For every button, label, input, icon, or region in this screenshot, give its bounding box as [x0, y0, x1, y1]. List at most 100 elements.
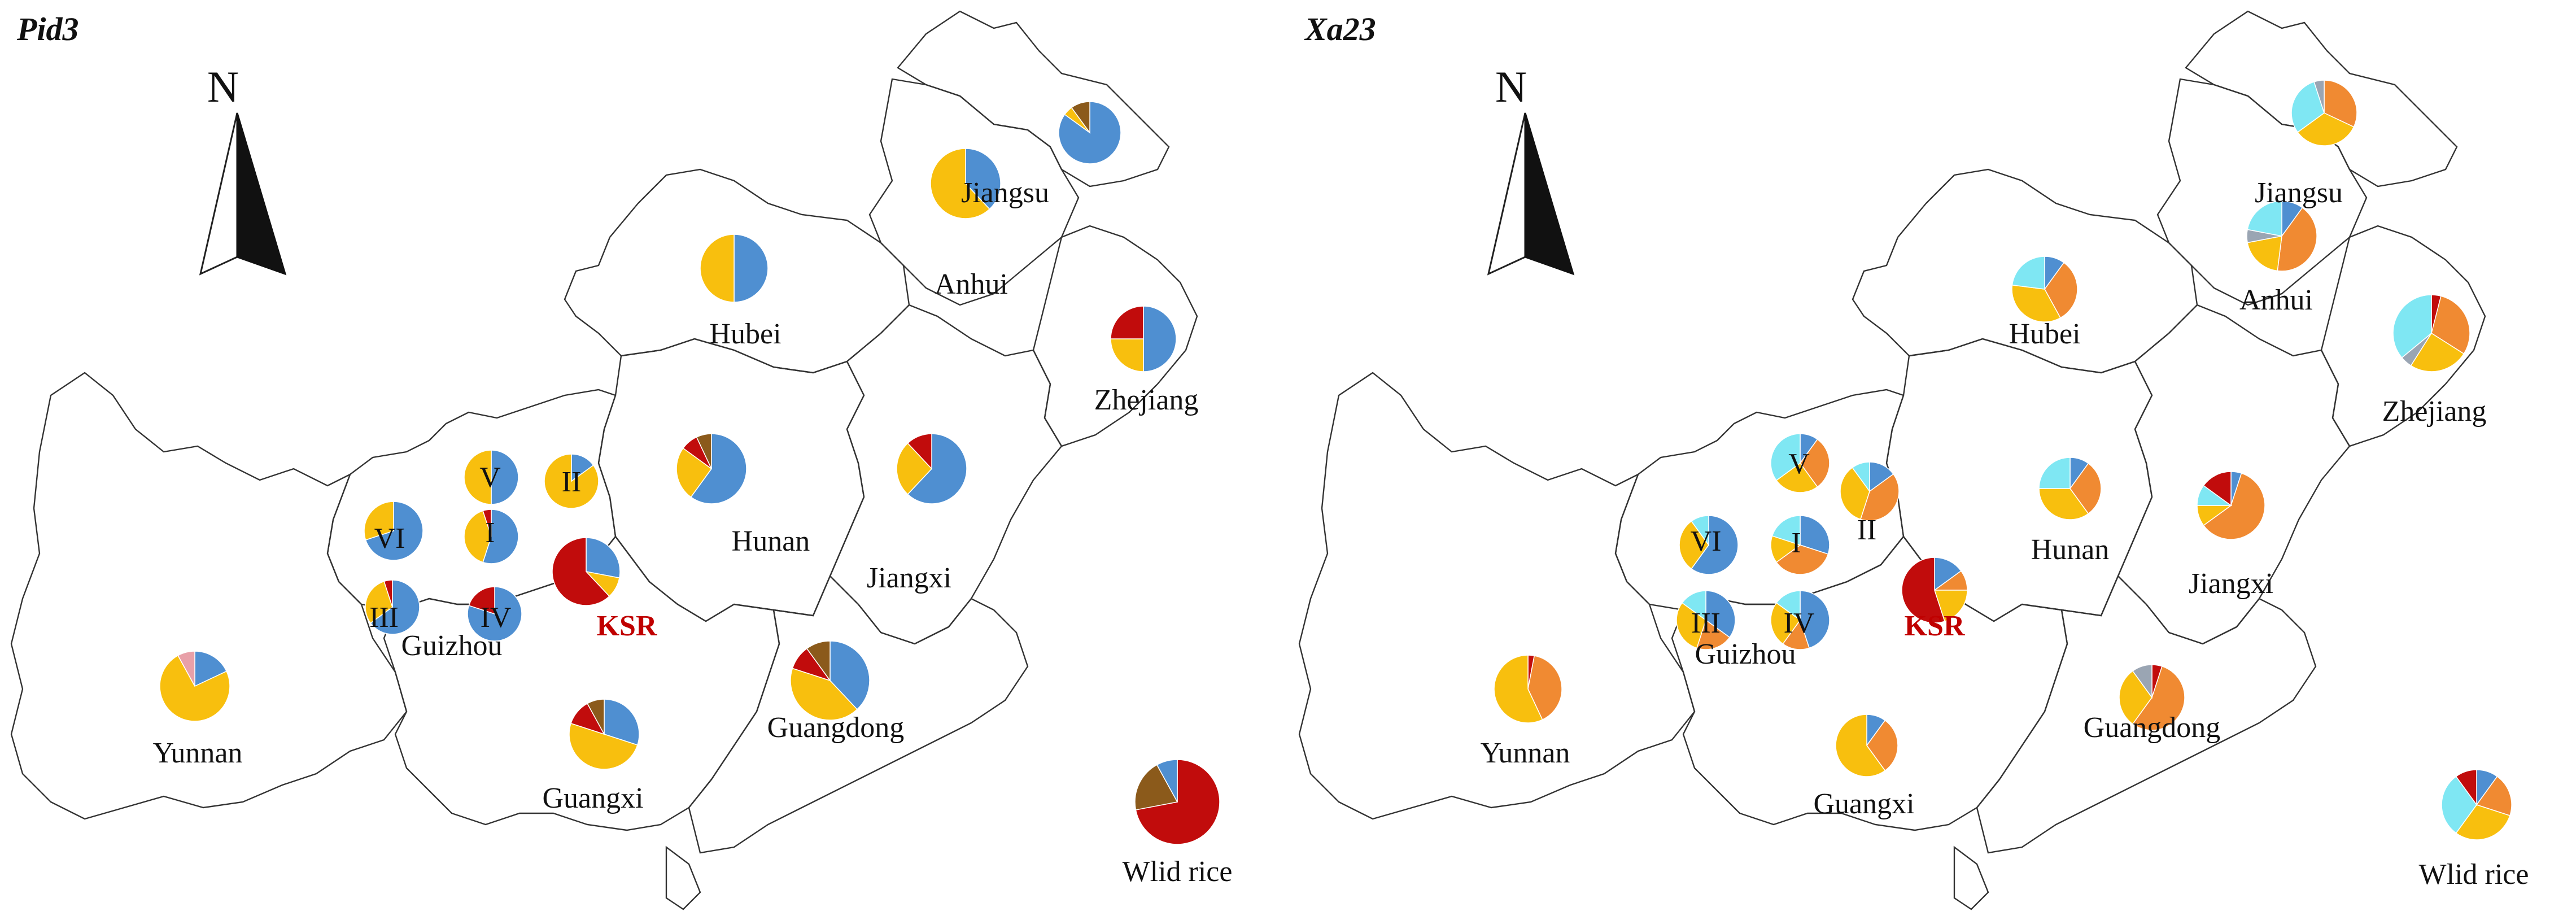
pie-xa23-region-v [1770, 433, 1830, 493]
pie-slice-xa23-jiangsu-gray [2313, 80, 2325, 114]
label-jiangxi: Jiangxi [2189, 568, 2273, 600]
map-svg-pid3: N Jiangsu Anhui Hubei Zhejiang Hunan Jia… [10, 10, 1233, 910]
pie-slice-pid3-guangdong-blue [829, 640, 870, 710]
pie-slice-xa23-jiangsu-cyan [2291, 81, 2325, 133]
pie-pid3-region-iii [365, 579, 420, 635]
pie-slice-xa23-zhejiang-yellow [2410, 332, 2465, 372]
pie-xa23-region-ii [1840, 461, 1900, 521]
map-outlines [1298, 10, 2486, 910]
pie-layer-xa23 [1494, 80, 2512, 840]
pie-layer-pid3 [159, 101, 1220, 845]
label-guizhou: Guizhou [401, 630, 502, 662]
label-region-i: I [1791, 527, 1801, 559]
region-outline-yunnan [1298, 372, 1696, 820]
pie-slice-xa23-anhui-yellow [2247, 236, 2282, 272]
pie-slice-pid3-wild-blue [1156, 759, 1178, 803]
pie-slice-pid3-guangxi-brown [587, 699, 605, 735]
pie-xa23-guangxi [1835, 714, 1898, 777]
pie-slice-xa23-region-ii-blue [1869, 461, 1894, 492]
pie-slice-pid3-yunnan-yellow [159, 655, 230, 722]
pie-slice-xa23-guangxi-orange [1866, 720, 1898, 771]
pie-xa23-region-ksr [1901, 557, 1968, 623]
pie-pid3-region-ksr [552, 537, 621, 606]
region-outline-guangxi [1671, 535, 2068, 831]
pie-pid3-zhejiang [1110, 306, 1177, 372]
pie-slice-xa23-region-iv-blue [1800, 590, 1830, 649]
pie-slice-pid3-hunan-blue [690, 433, 747, 504]
north-arrow-right [1524, 112, 1575, 276]
pie-slice-xa23-guangdong-orange [2132, 665, 2185, 731]
pie-slice-pid3-region-i-red [482, 509, 492, 537]
pie-pid3-guangxi [569, 699, 640, 770]
label-anhui: Anhui [935, 268, 1008, 300]
pie-slice-xa23-wild-yellow [2455, 804, 2510, 840]
pie-slice-pid3-wild-brown [1134, 764, 1178, 810]
pie-slice-xa23-guangdong-gray [2132, 664, 2153, 699]
pie-pid3-yunnan [159, 651, 230, 722]
panel-pid3: N Jiangsu Anhui Hubei Zhejiang Hunan Jia… [10, 10, 1233, 910]
pie-slice-xa23-region-ksr-yellow [1933, 590, 1968, 622]
pie-xa23-region-vi [1679, 515, 1739, 575]
pie-xa23-anhui [2246, 200, 2317, 272]
pie-slice-pid3-hunan-yellow [676, 447, 713, 498]
pie-slice-xa23-region-i-yellow [1770, 535, 1801, 563]
label-region-iii: III [369, 601, 399, 634]
label-hunan: Hunan [732, 525, 810, 557]
label-jiangsu: Jiangsu [961, 177, 1049, 209]
pie-slice-pid3-jiangxi-red [907, 433, 932, 470]
pie-slice-pid3-region-iii-blue [370, 579, 420, 635]
pie-slice-xa23-region-v-orange [1800, 438, 1830, 488]
pie-pid3-guangdong [790, 640, 870, 721]
pie-slice-xa23-region-ii-cyan [1852, 461, 1870, 493]
pie-xa23-hunan [2038, 457, 2102, 520]
pie-slice-pid3-region-vi-blue [365, 501, 423, 561]
pie-slice-pid3-yunnan-blue [194, 651, 228, 687]
label-guangxi: Guangxi [1813, 788, 1914, 820]
pie-slice-xa23-zhejiang-orange [2431, 295, 2470, 355]
pie-slice-pid3-region-iv-red [468, 586, 495, 615]
region-outline-guangdong [688, 574, 1029, 854]
pie-slice-xa23-zhejiang-cyan [2392, 294, 2432, 359]
pie-slice-pid3-guangdong-brown [806, 640, 831, 682]
pie-slice-xa23-region-iii-cyan [1681, 590, 1706, 621]
label-region-i: I [485, 517, 495, 549]
pie-xa23-zhejiang [2392, 294, 2470, 372]
pie-slice-xa23-region-i-blue [1800, 515, 1830, 555]
label-hubei: Hubei [2009, 318, 2080, 350]
pie-slice-pid3-region-ksr-red [552, 537, 610, 606]
pie-slice-pid3-zhejiang-blue [1143, 306, 1177, 372]
pie-slice-pid3-yunnan-pink [177, 651, 195, 687]
label-zhejiang: Zhejiang [2382, 395, 2487, 428]
pie-slice-pid3-region-i-blue [482, 509, 519, 564]
pie-slice-xa23-guangxi-yellow [1835, 714, 1886, 777]
label-ksr: KSR [1905, 610, 1966, 642]
north-arrow-left [1487, 112, 1526, 276]
region-outline-guangdong [1976, 574, 2317, 854]
pie-slice-xa23-hubei-yellow [2011, 284, 2061, 322]
label-region-iii: III [1691, 607, 1721, 639]
region-outline-hainan-coast [665, 845, 701, 910]
label-ksr: KSR [597, 610, 658, 642]
panel-xa23: N Jiangsu Anhui Hubei Zhejiang Hunan Jia… [1288, 0, 2576, 920]
pie-slice-xa23-wild-red [2455, 769, 2477, 806]
panel-title-pid3: Pid3 [17, 11, 79, 47]
pie-slice-pid3-zhejiang-red [1110, 306, 1144, 339]
pie-xa23-yunnan [1494, 655, 1562, 723]
label-region-ii: II [1857, 514, 1877, 546]
pie-pid3-region-vi [364, 501, 423, 561]
label-wild-rice: Wlid rice [1123, 856, 1233, 888]
pie-slice-pid3-region-vi-yellow [364, 501, 394, 541]
pie-xa23-jiangxi [2197, 471, 2265, 540]
pie-slice-xa23-hunan-cyan [2038, 457, 2071, 489]
pie-pid3-jiangsu [1058, 101, 1121, 164]
pie-xa23-jiangsu [2291, 80, 2357, 146]
pie-slice-xa23-yunnan-orange [1527, 655, 1562, 721]
pie-slice-pid3-anhui-yellow [930, 148, 990, 219]
label-yunnan: Yunnan [1481, 737, 1570, 769]
label-region-v: V [479, 461, 501, 494]
map-svg-xa23: N Jiangsu Anhui Hubei Zhejiang Hunan Jia… [1298, 10, 2529, 910]
pie-slice-pid3-hunan-brown [696, 433, 712, 469]
pie-slice-xa23-region-iv-cyan [1775, 590, 1801, 621]
label-region-vi: VI [1691, 525, 1722, 557]
pie-slice-xa23-region-iii-orange [1696, 619, 1731, 650]
